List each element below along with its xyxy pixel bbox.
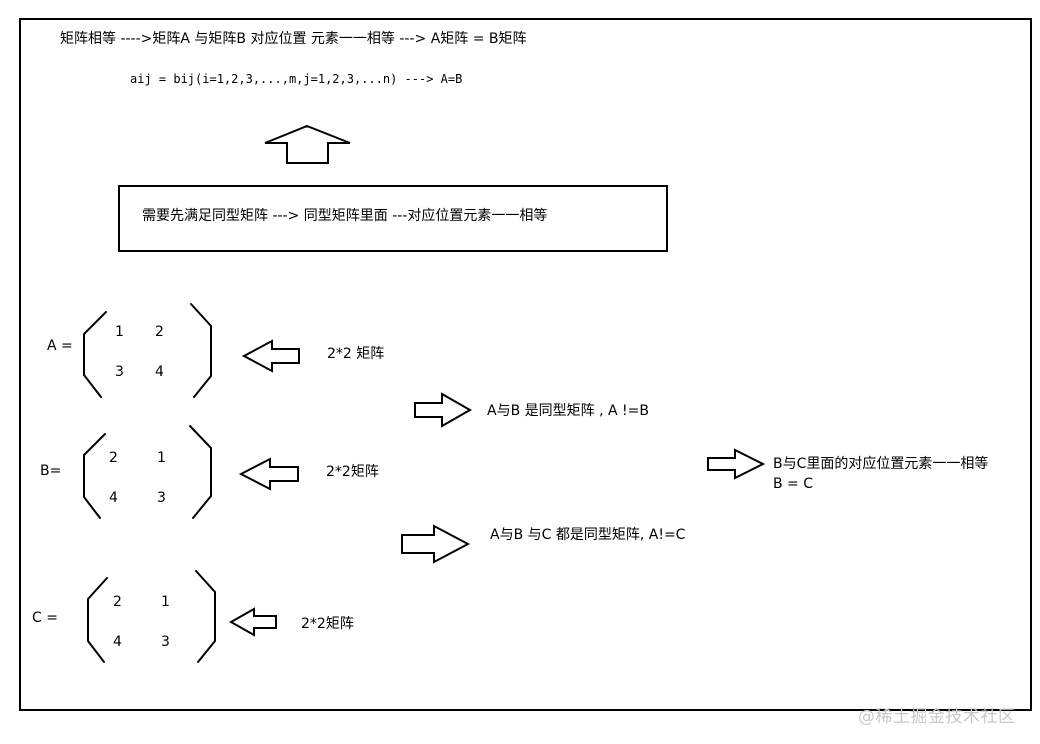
comparison-b-c-line1: B与C里面的对应位置元素一一相等	[773, 456, 989, 472]
right-arrow-icon-abc	[401, 524, 471, 564]
matrix-c-note: 2*2矩阵	[301, 616, 354, 632]
matrix-b-cell: 3	[157, 490, 166, 506]
left-arrow-icon-a	[241, 339, 300, 373]
condition-text: 需要先满足同型矩阵 ---> 同型矩阵里面 ---对应位置元素一一相等	[142, 208, 548, 224]
comparison-b-c-line2: B = C	[773, 476, 814, 492]
matrix-b-cell: 4	[109, 490, 118, 506]
matrix-c-cell: 1	[161, 594, 170, 610]
right-arrow-icon-bc	[707, 448, 766, 480]
bracket-left-c	[87, 577, 108, 663]
up-arrow-icon	[264, 124, 351, 164]
comparison-a-b-c: A与B 与C 都是同型矩阵, A!=C	[490, 527, 686, 543]
matrix-a-label: A =	[47, 338, 73, 354]
matrix-b-label: B=	[40, 463, 62, 479]
right-arrow-icon-ab	[414, 392, 473, 428]
matrix-a-cell: 4	[155, 364, 164, 380]
matrix-b-cell: 1	[157, 450, 166, 466]
bracket-left-a	[83, 311, 107, 398]
bracket-left-b	[83, 433, 106, 519]
matrix-b-cell: 2	[109, 450, 118, 466]
matrix-c-label: C =	[32, 610, 58, 626]
condition-box: 需要先满足同型矩阵 ---> 同型矩阵里面 ---对应位置元素一一相等	[118, 185, 668, 252]
element-equality-formula: aij = bij(i=1,2,3,...,m,j=1,2,3,...n) --…	[130, 72, 463, 86]
matrix-equality-definition: 矩阵相等 ---->矩阵A 与矩阵B 对应位置 元素一一相等 ---> A矩阵 …	[60, 31, 527, 47]
matrix-b-note: 2*2矩阵	[326, 464, 379, 480]
matrix-a-note: 2*2 矩阵	[327, 346, 385, 362]
matrix-c-cell: 3	[161, 634, 170, 650]
matrix-a-cell: 1	[115, 324, 124, 340]
left-arrow-icon-c	[228, 607, 277, 637]
bracket-right-a	[190, 303, 212, 398]
matrix-c-cell: 4	[113, 634, 122, 650]
diagram-frame	[19, 18, 1032, 711]
comparison-a-b: A与B 是同型矩阵 , A !=B	[487, 403, 649, 419]
matrix-a-cell: 3	[115, 364, 124, 380]
left-arrow-icon-b	[238, 457, 299, 491]
bracket-right-b	[189, 425, 212, 519]
matrix-a-cell: 2	[155, 324, 164, 340]
bracket-right-c	[195, 570, 216, 663]
matrix-c-cell: 2	[113, 594, 122, 610]
watermark: @稀土掘金技术社区	[858, 707, 1016, 727]
